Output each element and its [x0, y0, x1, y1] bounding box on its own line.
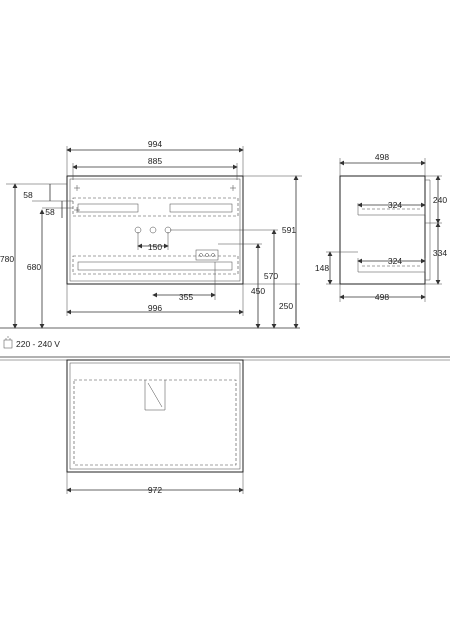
dim-width-total: 994	[148, 139, 162, 149]
side-upper-drawer	[357, 203, 426, 216]
dim-width-inner: 885	[148, 156, 162, 166]
dim-drain-offset: 355	[179, 292, 193, 302]
tap-hole-center-icon	[149, 226, 157, 234]
dim-right-570: 570	[264, 271, 278, 281]
lower-drawer-handle	[77, 261, 233, 271]
power-info: 220 - 240 V	[3, 336, 60, 349]
dim-base-width: 996	[148, 303, 162, 313]
top-drawer-outline	[73, 379, 237, 466]
dim-top-width: 972	[148, 485, 162, 495]
dim-left-58-inner: 58	[45, 207, 55, 217]
power-plug-icon	[3, 336, 13, 349]
dim-left-58-top: 58	[23, 190, 33, 200]
upper-drawer-front	[72, 197, 239, 217]
dim-right-450: 450	[251, 286, 265, 296]
upper-drawer-handle-right	[169, 203, 233, 213]
side-cabinet-outline	[339, 175, 426, 285]
dim-side-bottom-width: 498	[375, 292, 389, 302]
mount-cross-icon	[74, 185, 236, 213]
dim-side-334: 334	[433, 248, 447, 258]
side-lower-drawer	[357, 258, 426, 273]
siphon-recess	[144, 380, 166, 411]
dim-height-total: 780	[0, 254, 14, 264]
side-view: 498 324 324 240 334 148 498	[315, 152, 447, 302]
dim-side-148: 148	[315, 263, 329, 273]
front-view: 994 885 58 58 780 680 150 355 996	[0, 139, 302, 329]
top-view: 972	[0, 356, 450, 495]
dim-tap-spacing: 150	[148, 242, 162, 252]
dim-shelf-top-depth: 324	[388, 200, 402, 210]
dim-side-240: 240	[433, 195, 447, 205]
dim-shelf-bottom-depth: 324	[388, 256, 402, 266]
upper-drawer-handle	[77, 203, 139, 213]
power-socket-icon	[195, 249, 219, 261]
dim-right-250: 250	[279, 301, 293, 311]
power-label: 220 - 240 V	[16, 339, 60, 349]
dim-side-top-width: 498	[375, 152, 389, 162]
dim-right-591: 591	[282, 225, 296, 235]
lower-drawer-front	[72, 255, 239, 275]
dim-height-680: 680	[27, 262, 41, 272]
top-cabinet-outline	[66, 359, 244, 473]
